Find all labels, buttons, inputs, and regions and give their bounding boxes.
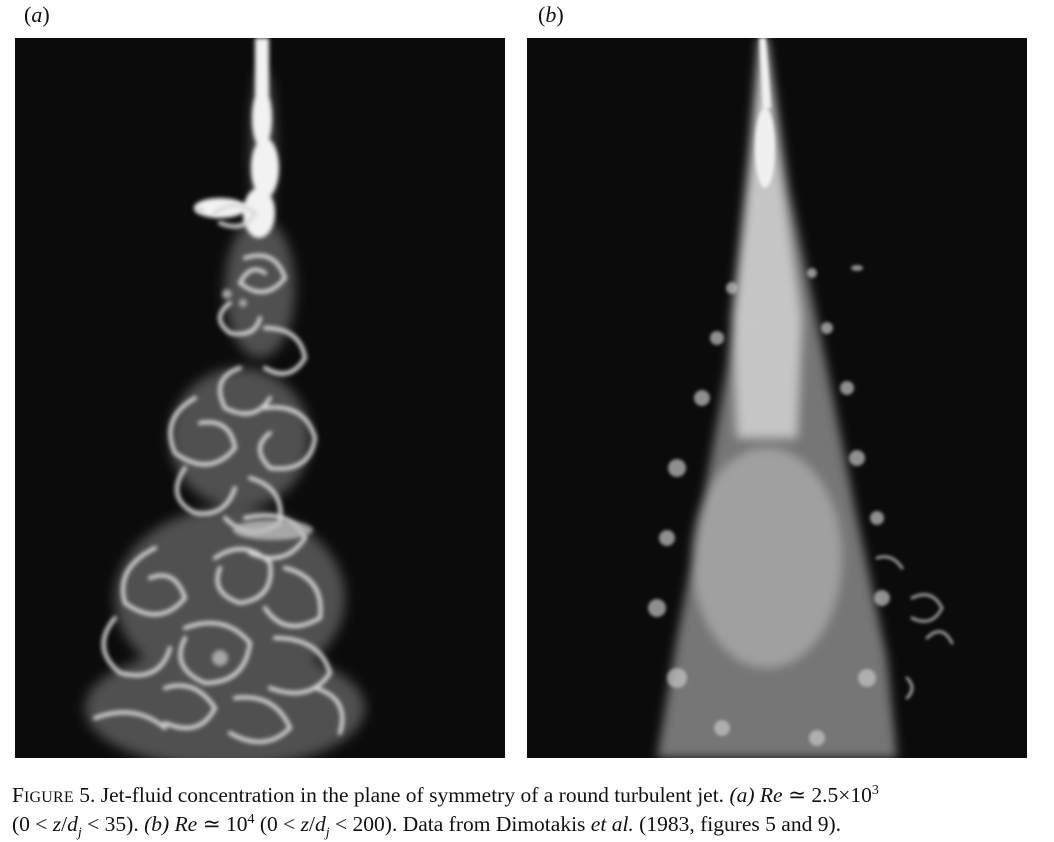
panel-label-a: (a) — [24, 2, 50, 27]
caption-line-2: (0 < z/dj < 35). (b) Re ≃ 104 (0 < z/dj … — [12, 811, 841, 841]
figure-caption: FIGURE 5. Jet-fluid concentration in the… — [12, 782, 1044, 841]
jet-image-a — [15, 38, 505, 758]
panel-label-b: (b) — [538, 2, 564, 27]
panel-letter-b: b — [545, 2, 557, 27]
jet-image-b — [527, 38, 1027, 758]
jet-photograph-b — [527, 38, 1027, 758]
jet-photograph-a — [15, 38, 505, 758]
figure-label: FIGURE 5. — [12, 783, 96, 807]
panel-letter-a: a — [31, 2, 43, 27]
caption-line-1: FIGURE 5. Jet-fluid concentration in the… — [12, 782, 879, 807]
